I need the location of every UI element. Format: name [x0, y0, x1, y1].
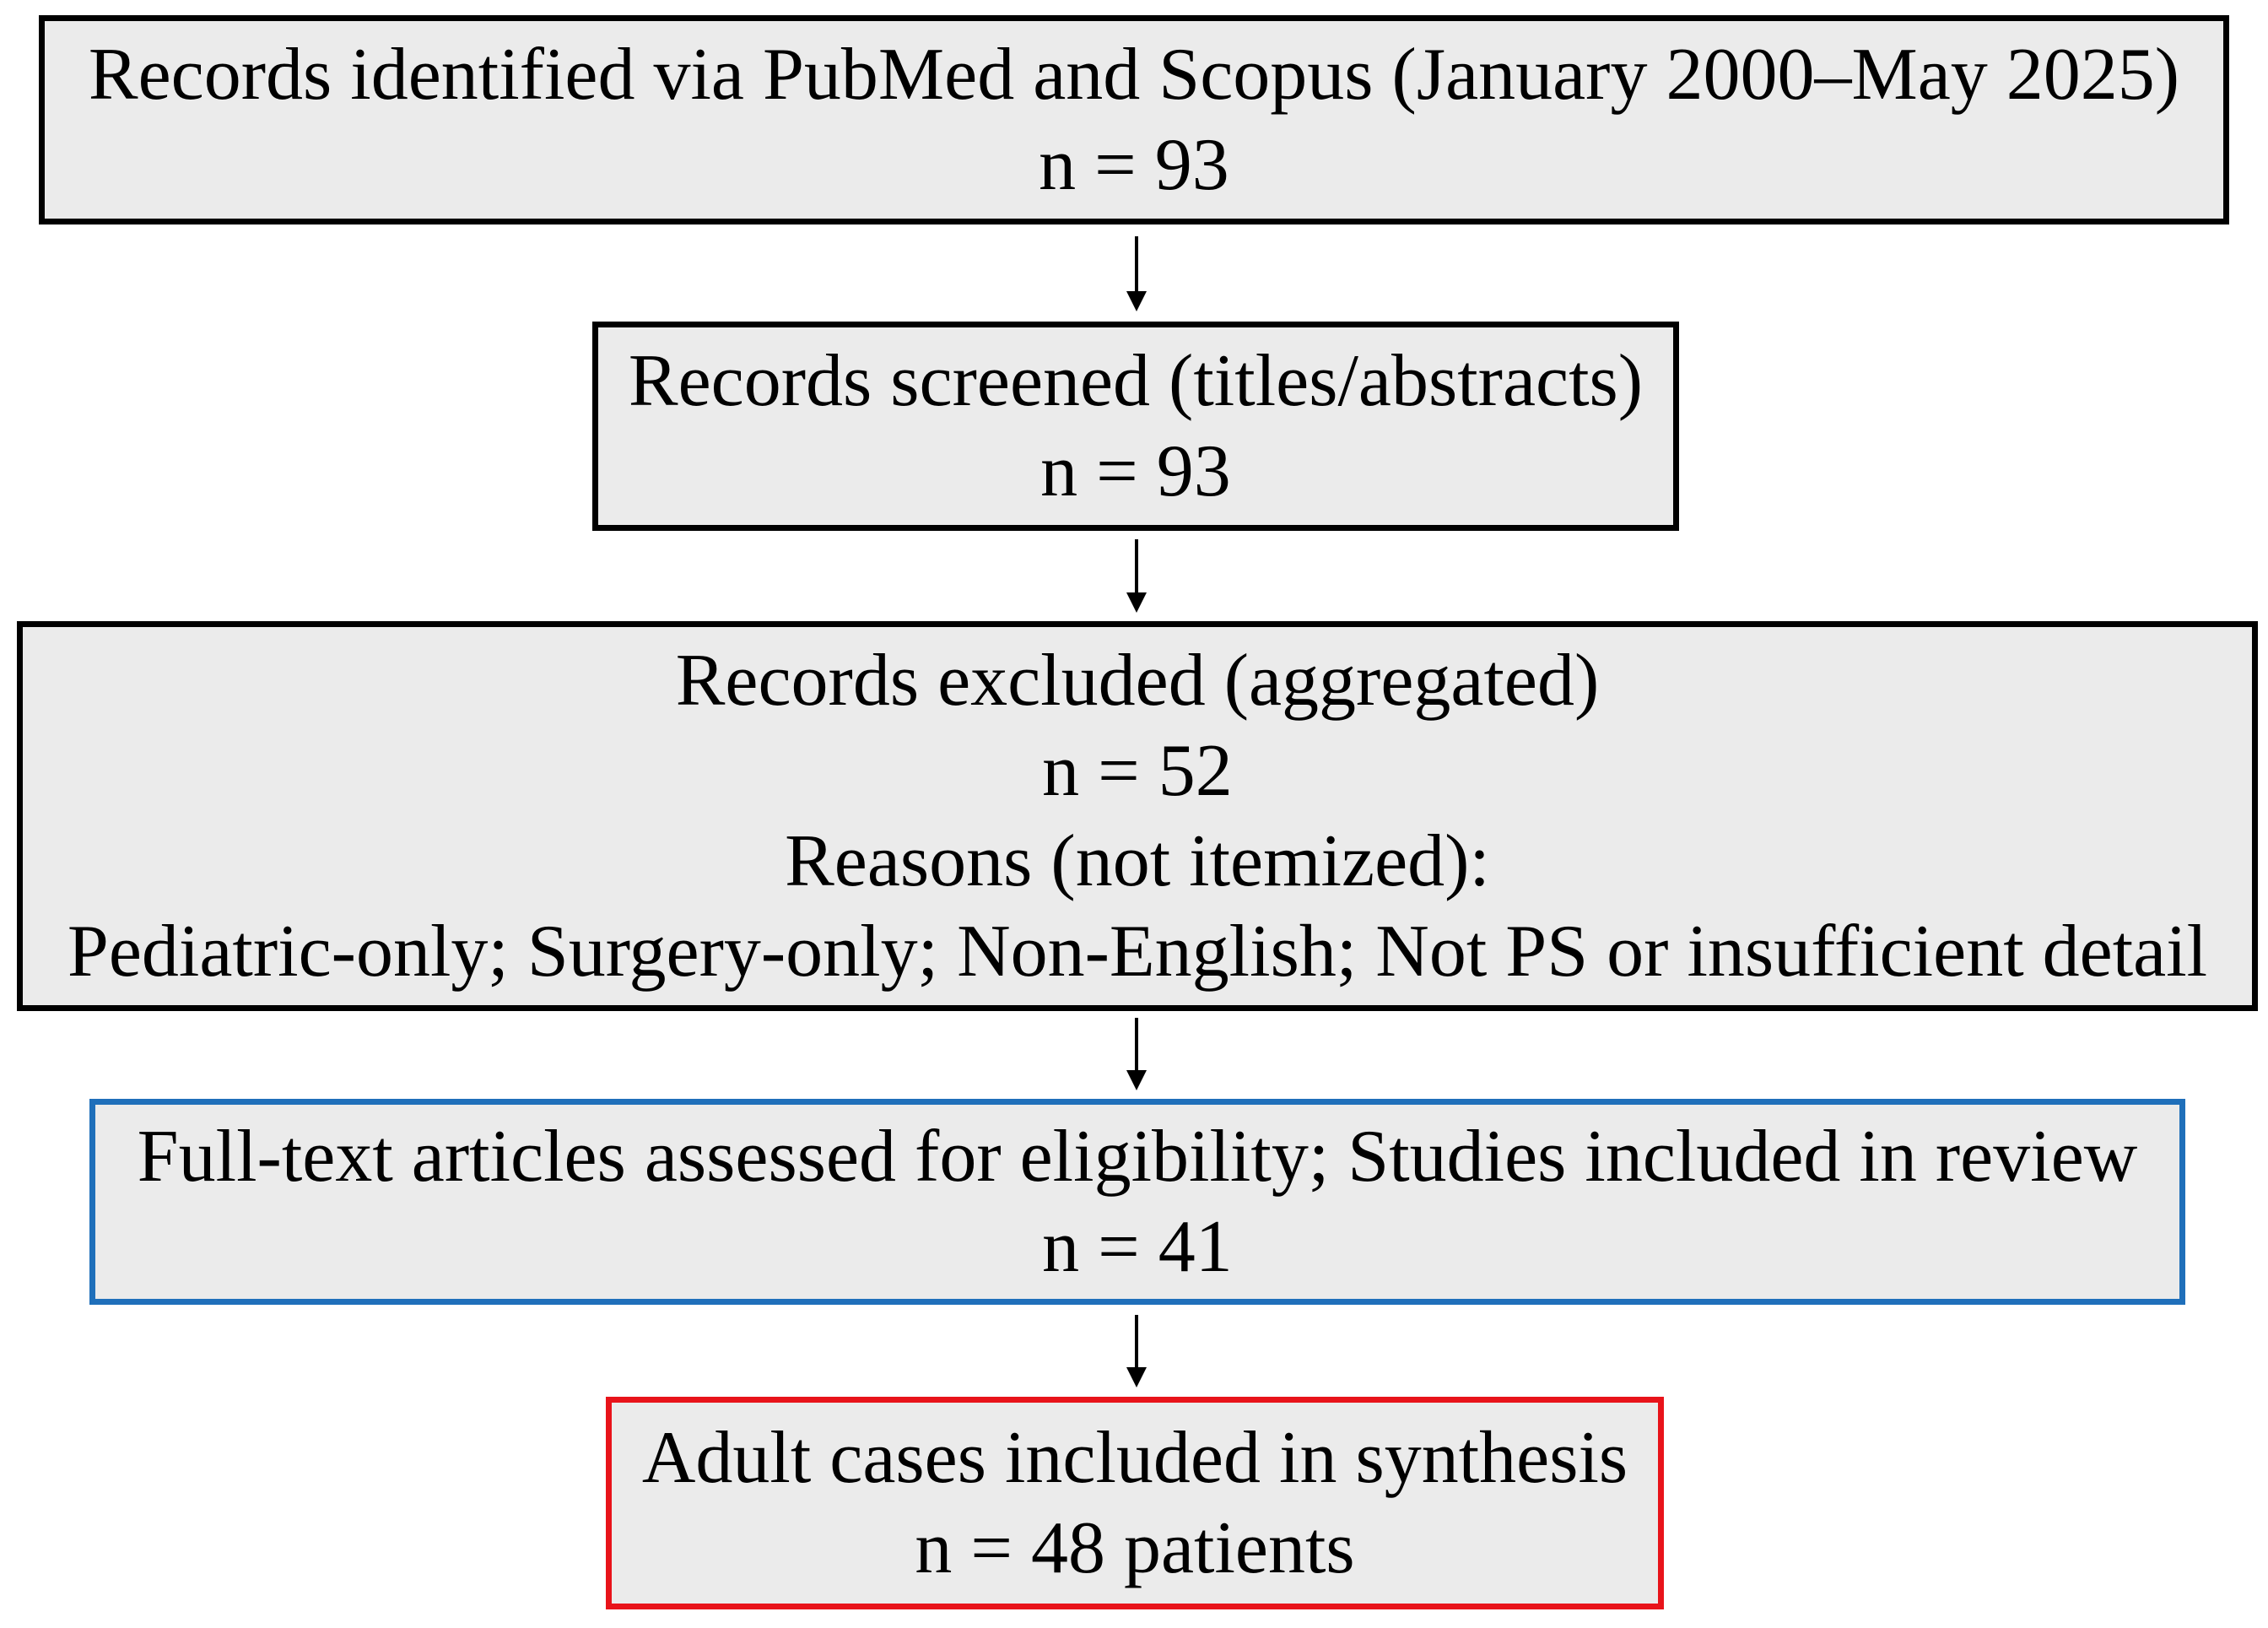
exclusion-reasons-list: Pediatric-only; Surgery-only; Non-Englis…	[67, 911, 2208, 992]
adult-cases-box: Adult cases included in synthesis n = 48…	[606, 1397, 1664, 1609]
records-identified-label: Records identified via PubMed and Scopus…	[88, 34, 2180, 116]
records-screened-label: Records screened (titles/abstracts)	[628, 340, 1644, 422]
records-excluded-count: n = 52	[1042, 730, 1233, 812]
fulltext-assessed-label: Full-text articles assessed for eligibil…	[137, 1116, 2138, 1198]
exclusion-reasons-heading: Reasons (not itemized):	[785, 820, 1490, 902]
adult-cases-count: n = 48 patients	[915, 1507, 1355, 1589]
records-excluded-box: Records excluded (aggregated) n = 52 Rea…	[17, 621, 2258, 1011]
records-screened-count: n = 93	[1040, 430, 1231, 512]
records-screened-box: Records screened (titles/abstracts) n = …	[592, 322, 1679, 531]
records-identified-count: n = 93	[1039, 124, 1229, 206]
fulltext-assessed-count: n = 41	[1042, 1206, 1233, 1288]
fulltext-assessed-box: Full-text articles assessed for eligibil…	[89, 1099, 2185, 1305]
records-identified-box: Records identified via PubMed and Scopus…	[39, 15, 2229, 224]
adult-cases-label: Adult cases included in synthesis	[641, 1417, 1628, 1499]
records-excluded-label: Records excluded (aggregated)	[675, 640, 1600, 722]
